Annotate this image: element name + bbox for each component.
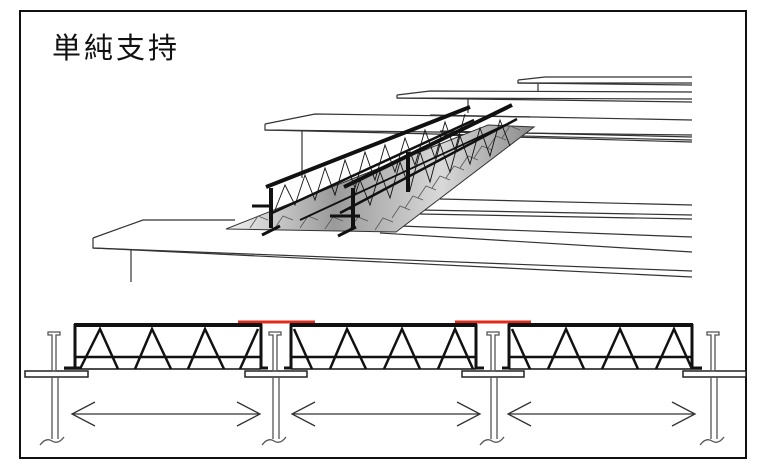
- beam-middle: [264, 113, 693, 238]
- support-1: [39, 331, 65, 446]
- diagram-title: 単純支持: [52, 31, 181, 65]
- support-3: [479, 331, 505, 446]
- perspective-view: [92, 76, 693, 282]
- truss-perspective-1: [252, 105, 506, 237]
- section-view: [24, 320, 747, 446]
- support-2: [261, 331, 287, 446]
- supports: [39, 331, 725, 446]
- beam-near: [92, 219, 693, 282]
- truss-span-2: [261, 323, 478, 370]
- support-4: [699, 331, 725, 446]
- span-arrow-2: [290, 401, 482, 427]
- span-arrows: [70, 401, 697, 427]
- bearing-plates: [24, 370, 747, 378]
- deck-ribs: [249, 125, 521, 231]
- span-arrow-1: [70, 401, 262, 427]
- span-arrow-3: [506, 401, 697, 427]
- truss-perspective-2: [330, 103, 518, 238]
- truss-span-3: [476, 323, 702, 370]
- beam-far-1: [517, 76, 693, 91]
- truss-span-1: [64, 323, 263, 370]
